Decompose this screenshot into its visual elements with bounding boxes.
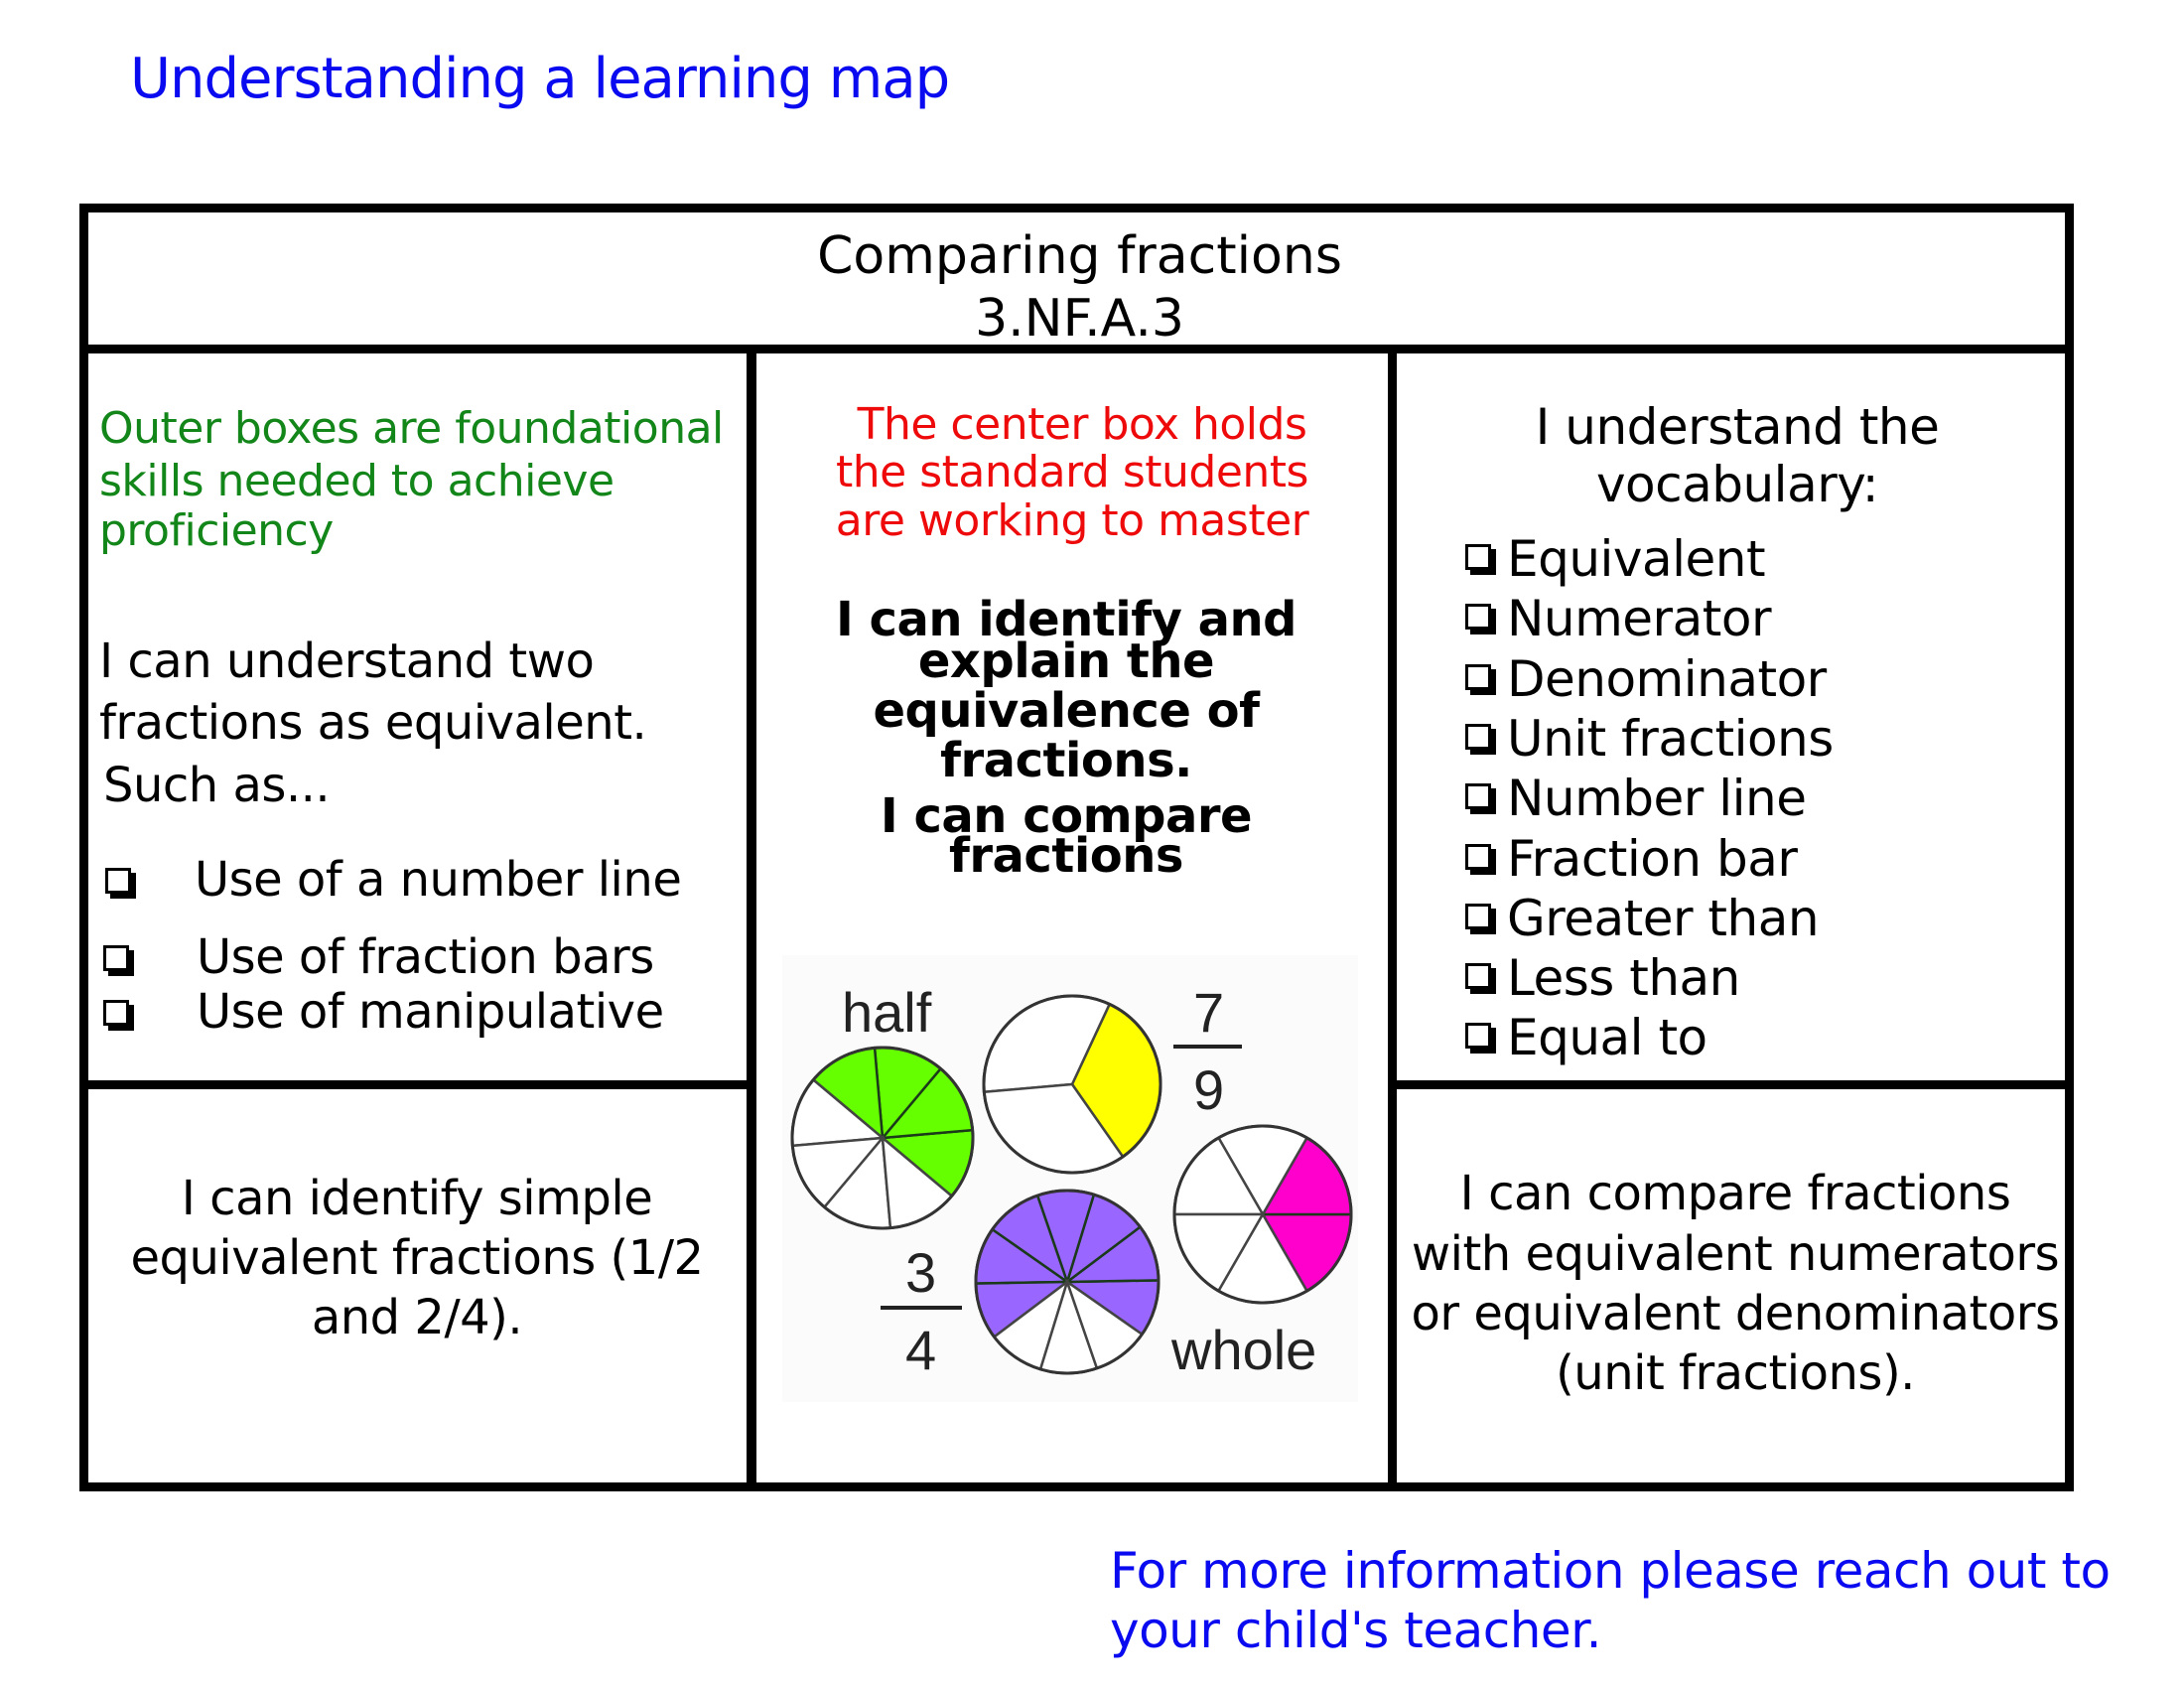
checkbox-icon[interactable] [105, 868, 131, 894]
vocabulary-label: Equal to [1507, 1009, 1707, 1067]
outer-box-note-line: Outer boxes are foundational [99, 403, 724, 454]
pie-outline [790, 1046, 975, 1230]
three-fourths-denominator: 4 [905, 1319, 937, 1381]
vocabulary-label: Less than [1507, 949, 1740, 1008]
learning-target-line: I can compare [880, 788, 1253, 844]
fraction-pies-illustration: half 7 9 3 4 whole [782, 955, 1358, 1402]
fraction-pies-svg [790, 994, 1353, 1375]
grid-border-left [79, 204, 88, 1491]
three-fourths-fraction-bar [881, 1306, 962, 1310]
grid-border-bottom [79, 1482, 2074, 1491]
vocabulary-label: Number line [1507, 770, 1807, 828]
column-divider-right [1388, 345, 1397, 1486]
whole-label: whole [1171, 1319, 1317, 1381]
yellow-pie [982, 994, 1162, 1175]
checkbox-icon[interactable] [1465, 963, 1491, 990]
checklist-label: Use of a number line [195, 852, 682, 908]
center-box-note-line: are working to master [835, 495, 1309, 546]
learning-target-line: fractions. [940, 733, 1192, 788]
foundational-skill-line: and 2/4). [311, 1290, 523, 1345]
learning-target-line: equivalence of [873, 683, 1260, 739]
checkbox-icon[interactable] [1465, 903, 1491, 929]
vocabulary-label: Denominator [1507, 649, 1827, 708]
pie-outline [974, 1189, 1160, 1375]
foundational-skill-line: with equivalent numerators [1411, 1226, 2060, 1282]
checkbox-icon[interactable] [1465, 604, 1491, 631]
learning-target-line: explain the [917, 633, 1215, 689]
footer-contact-line: your child's teacher. [1110, 1602, 1602, 1659]
center-box-note-line: the standard students [836, 447, 1308, 497]
left-row-divider [79, 1080, 754, 1089]
footer-contact-line: For more information please reach out to [1110, 1542, 2111, 1600]
green-pie [790, 1046, 975, 1230]
page-title: Understanding a learning map [130, 47, 950, 111]
vocabulary-heading-line: vocabulary: [1595, 456, 1879, 513]
column-divider-left [747, 345, 756, 1486]
outer-box-note-line: skills needed to achieve [99, 456, 614, 506]
center-box-note-line: The center box holds [857, 399, 1307, 450]
checklist-label: Use of fraction bars [197, 929, 654, 985]
vocabulary-label: Unit fractions [1507, 709, 1834, 768]
learning-target-line: I can identify and [835, 592, 1297, 647]
pie-outline [1172, 1124, 1353, 1305]
grid-border-top [79, 204, 2074, 212]
foundational-skill-line: or equivalent denominators [1411, 1286, 2060, 1341]
checklist-label: Use of manipulative [197, 984, 664, 1040]
learning-target-line: fractions [948, 828, 1184, 884]
vocabulary-heading-line: I understand the [1535, 398, 1940, 456]
checkbox-icon[interactable] [103, 945, 129, 971]
foundational-skill-line: I can identify simple [181, 1171, 653, 1226]
vocabulary-label: Numerator [1507, 590, 1772, 648]
checkbox-icon[interactable] [1465, 843, 1491, 870]
foundational-skill-line: equivalent fractions (1/2 [130, 1230, 704, 1286]
seven-ninths-denominator: 9 [1193, 1058, 1225, 1121]
seven-ninths-fraction-bar [1173, 1045, 1242, 1049]
foundational-skill-line: (unit fractions). [1556, 1345, 1915, 1401]
foundational-statement-line: I can understand two [99, 633, 595, 689]
checkbox-icon[interactable] [1465, 723, 1491, 750]
vocabulary-label: Fraction bar [1507, 829, 1798, 888]
half-label: half [842, 981, 932, 1044]
right-row-divider [1388, 1080, 2073, 1089]
grid-border-right [2065, 204, 2074, 1491]
checkbox-icon[interactable] [103, 1000, 129, 1026]
foundational-statement-line: Such as... [103, 758, 331, 813]
three-fourths-numerator: 3 [905, 1241, 937, 1304]
foundational-skill-line: I can compare fractions [1459, 1166, 2011, 1221]
vocabulary-label: Equivalent [1507, 530, 1766, 588]
purple-pie [974, 1189, 1160, 1375]
foundational-statement-line: fractions as equivalent. [99, 695, 647, 751]
magenta-pie [1172, 1124, 1353, 1305]
outer-box-note-line: proficiency [99, 505, 334, 556]
seven-ninths-numerator: 7 [1193, 981, 1225, 1044]
header-divider [79, 345, 2074, 353]
checkbox-icon[interactable] [1465, 544, 1491, 570]
checkbox-icon[interactable] [1465, 783, 1491, 810]
standard-name: Comparing fractions [817, 226, 1342, 286]
standard-code: 3.NF.A.3 [975, 289, 1184, 349]
pie-outline [982, 994, 1162, 1175]
vocabulary-label: Greater than [1507, 889, 1820, 947]
checkbox-icon[interactable] [1465, 1023, 1491, 1050]
checkbox-icon[interactable] [1465, 663, 1491, 690]
